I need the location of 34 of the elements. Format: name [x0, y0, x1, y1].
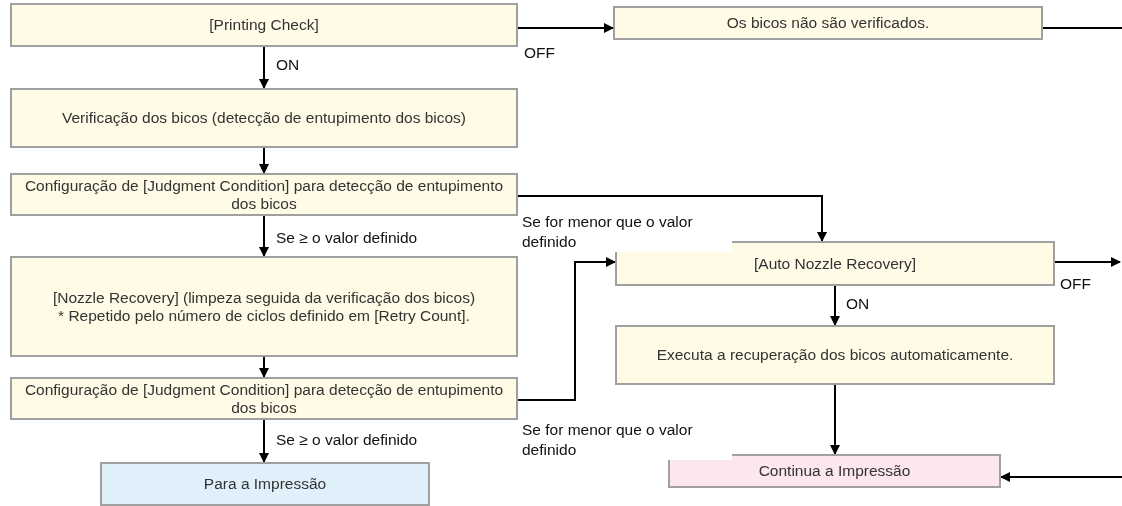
arrow	[259, 46, 269, 89]
process-box	[10, 88, 518, 148]
process-box	[615, 241, 1055, 286]
box-text: Os bicos não são verificados.	[726, 14, 930, 32]
box-text: Configuração de [Judgment Condition] para detecção de entupimento dos bicos	[23, 380, 505, 417]
box-text: [Printing Check]	[209, 16, 319, 34]
arrow	[259, 147, 269, 174]
box-text: Continua a Impressão	[758, 462, 911, 480]
arrow	[517, 257, 616, 401]
process-box	[10, 256, 518, 357]
arrow	[517, 195, 827, 242]
arrow	[1054, 257, 1121, 267]
arrow	[259, 419, 269, 463]
box-text: Verificação dos bicos (detecção de entupimento dos bicos)	[61, 109, 467, 127]
box-text: [Auto Nozzle Recovery]	[754, 254, 916, 273]
box-text: [Nozzle Recovery] (limpeza seguida da verificação dos bicos)	[52, 288, 476, 307]
connector-line	[1042, 27, 1122, 29]
arrow	[517, 23, 614, 33]
arrow	[259, 356, 269, 378]
box-text: Para a Impressão	[203, 475, 327, 493]
process-box	[10, 3, 518, 47]
process-box	[613, 6, 1043, 40]
arrow	[830, 285, 840, 326]
process-box	[615, 325, 1055, 385]
arrow	[1000, 472, 1122, 482]
arrow	[259, 215, 269, 257]
process-box	[100, 462, 430, 506]
box-text: * Repetido pelo número de ciclos definido em [Retry Count].	[58, 306, 470, 325]
box-text: Executa a recuperação dos bicos automaticamente.	[656, 346, 1014, 364]
process-box	[668, 454, 1001, 488]
process-box	[10, 173, 518, 216]
process-box	[10, 377, 518, 420]
arrow	[830, 384, 840, 455]
box-text: Configuração de [Judgment Condition] para detecção de entupimento dos bicos	[23, 176, 505, 213]
